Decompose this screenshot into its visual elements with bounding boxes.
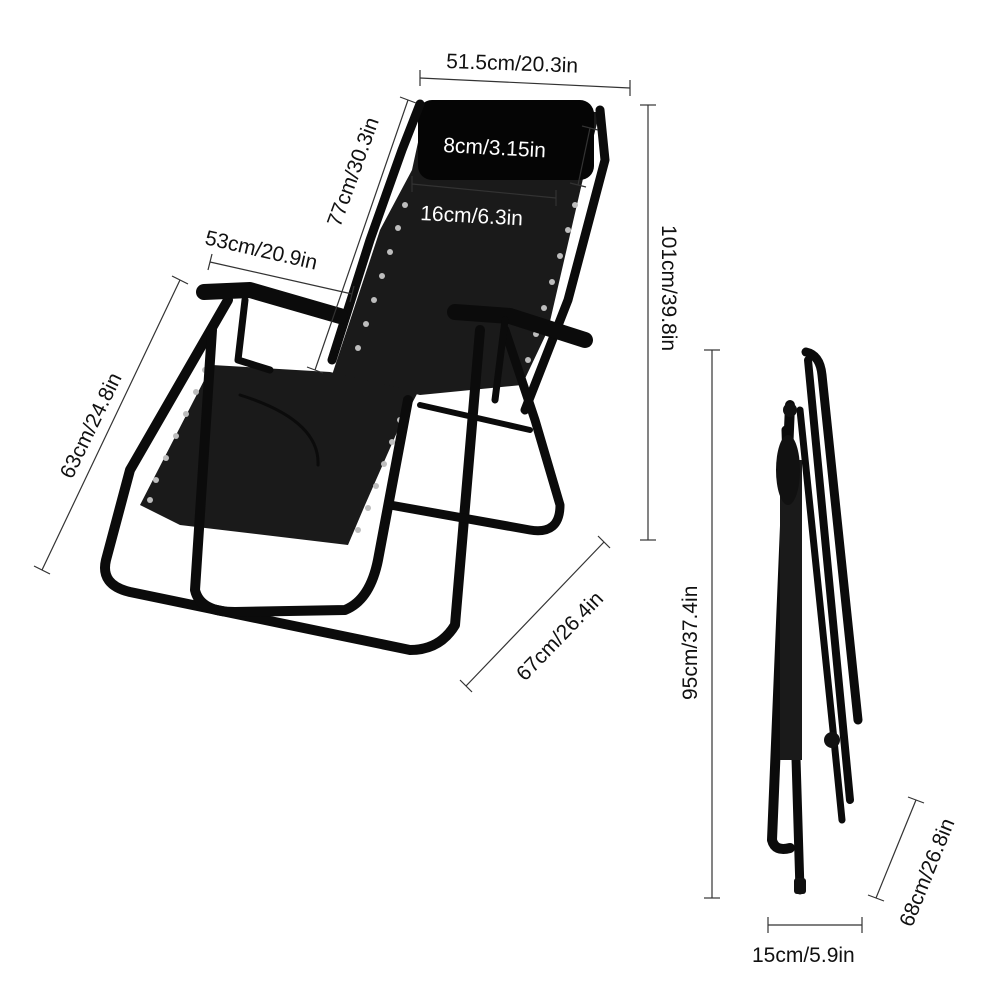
seat-strap (238, 393, 320, 467)
armrest-support-left (234, 296, 274, 374)
rear-base-frame (385, 325, 565, 536)
seat-mesh (140, 365, 418, 545)
folded-frame-rear (804, 356, 854, 804)
folded-pivot-top (783, 403, 797, 417)
label-folded-length: 68cm/26.8in (895, 815, 959, 930)
back-lacing (355, 202, 578, 363)
label-back-height: 77cm/30.3in (323, 114, 384, 229)
rear-leg-frame (190, 325, 413, 617)
folded-frame-outer (801, 347, 863, 725)
headrest-pillow (418, 100, 594, 180)
right-armrest (447, 304, 593, 348)
label-seat-width: 53cm/20.9in (203, 226, 320, 274)
backrest-frame-right (520, 105, 610, 415)
label-pillow-width: 16cm/6.3in (420, 202, 524, 230)
label-base-depth: 67cm/26.4in (512, 587, 608, 685)
folded-foot-cap (794, 878, 806, 894)
label-folded-height: 95cm/37.4in (679, 586, 702, 700)
cross-brace (417, 402, 533, 433)
left-armrest (196, 282, 348, 324)
folded-armrest (776, 435, 800, 505)
folded-pivot-bottom (824, 732, 840, 748)
folded-frame-main (767, 400, 795, 854)
front-leg-frame (100, 295, 485, 655)
armrest-support-right (491, 316, 509, 404)
label-folded-thickness: 15cm/5.9in (752, 944, 855, 967)
folded-chair-illustration (767, 347, 863, 895)
folded-mesh (780, 460, 802, 760)
label-total-height: 101cm/39.8in (657, 225, 680, 351)
label-width-top: 51.5cm/20.3in (446, 50, 579, 78)
dimension-lines (33, 70, 925, 933)
label-pillow-height: 8cm/3.15in (443, 134, 547, 162)
